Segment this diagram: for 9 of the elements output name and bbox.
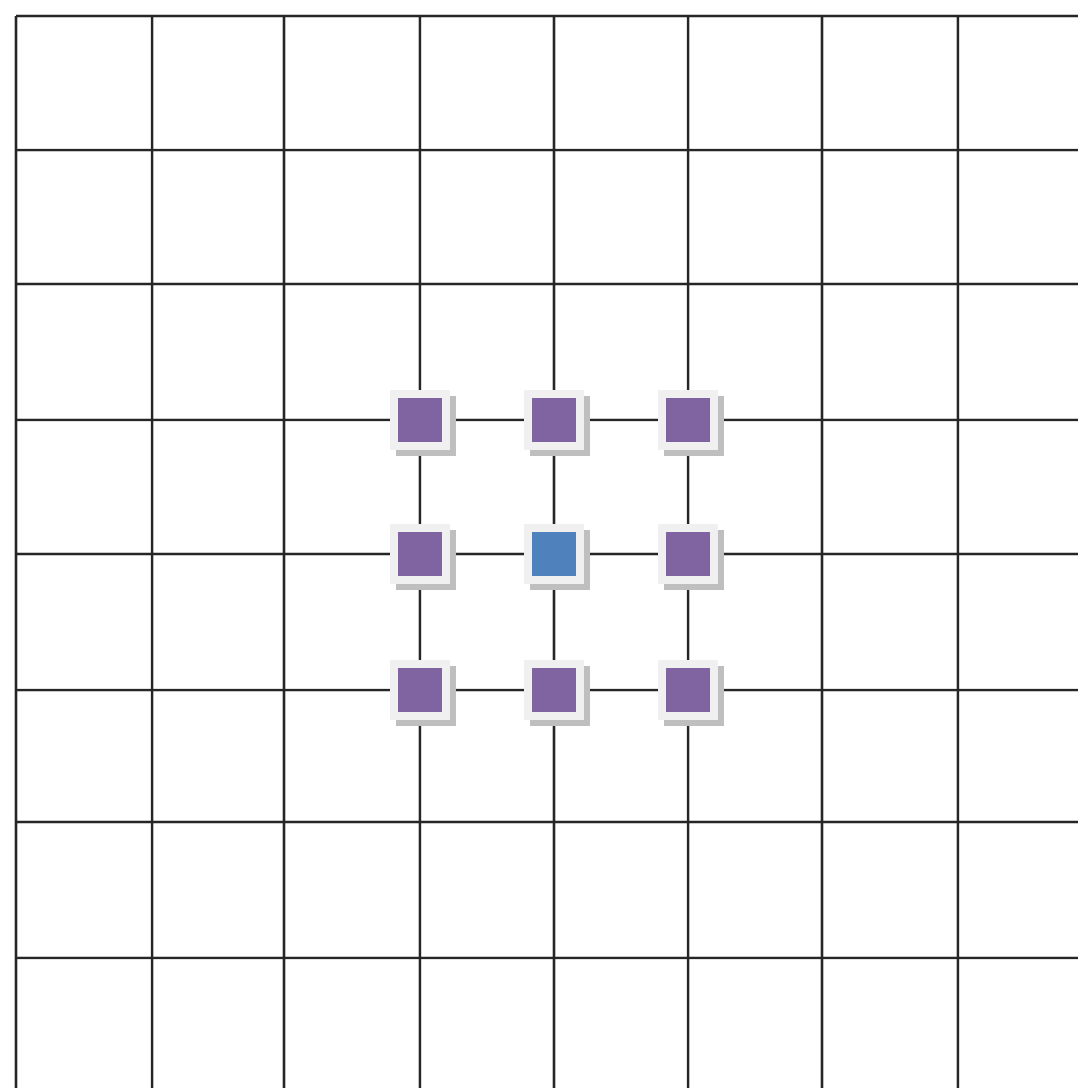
cell-square <box>524 660 590 726</box>
cell-square <box>524 524 590 590</box>
cell-square <box>390 390 456 456</box>
cell-square <box>658 660 724 726</box>
cell-square <box>658 390 724 456</box>
cell-square <box>524 390 590 456</box>
cell-square <box>390 524 456 590</box>
cell-square <box>390 660 456 726</box>
cell-square <box>658 524 724 590</box>
